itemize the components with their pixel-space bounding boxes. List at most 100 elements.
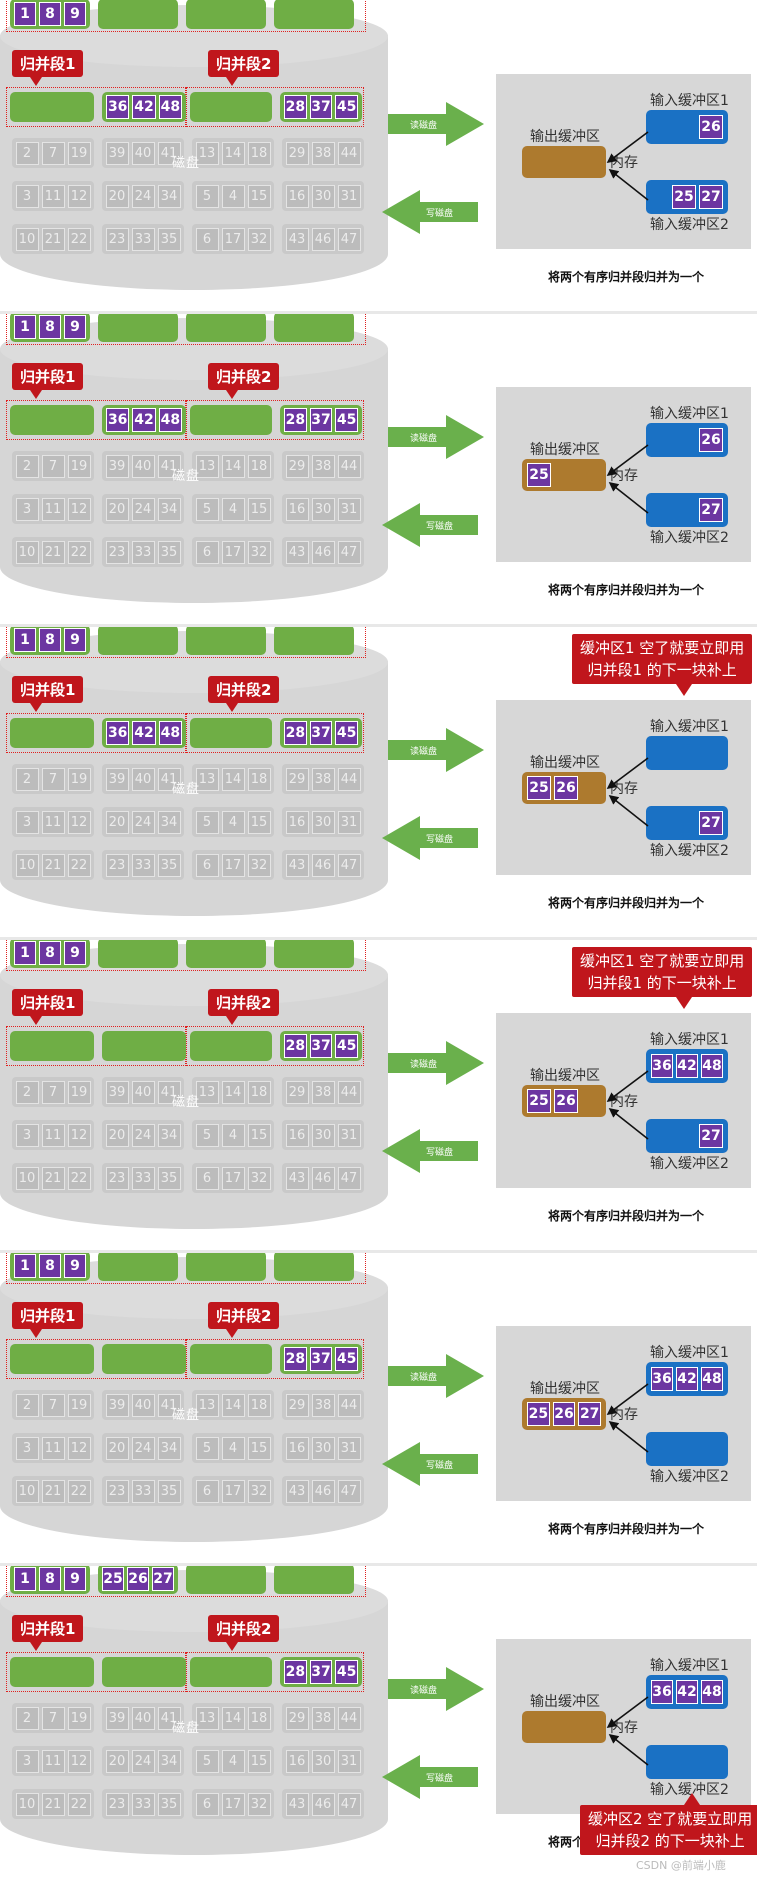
disk-record: 11 [41,184,65,208]
disk-record: 2 [15,1706,39,1730]
disk-record: 35 [157,853,181,877]
disk-record: 11 [41,1749,65,1773]
disk-record: 30 [311,1436,335,1460]
disk-record: 16 [285,184,309,208]
record-number: 45 [335,1034,358,1058]
input-buffer-2-caption: 输入缓冲区2 [650,843,729,859]
disk-block [274,0,354,29]
input-buffer-2-caption: 输入缓冲区2 [650,1156,729,1172]
disk-record: 46 [311,540,335,564]
segment1-block [10,1657,94,1687]
disk-block [186,0,266,29]
record-number: 25 [102,1567,124,1591]
disk-record: 20 [105,184,129,208]
disk-record: 33 [131,1479,155,1503]
record-number: 27 [152,1567,174,1591]
disk-record: 15 [247,1749,271,1773]
disk-record: 22 [67,853,91,877]
disk-record: 14 [221,141,245,165]
disk-record: 34 [157,1749,181,1773]
disk-record: 20 [105,497,129,521]
disk-record: 43 [285,1792,309,1816]
note-line-2: 归并段2 的下一块补上 [595,1832,745,1850]
segment2-block [190,1344,272,1374]
segment2-label: 归并段2 [208,676,280,712]
disk-record: 19 [67,454,91,478]
disk-record: 6 [195,853,219,877]
record-number: 25 [527,776,551,800]
record-number: 42 [132,721,156,745]
disk-record: 41 [157,454,181,478]
write-disk-label: 写磁盘 [426,1146,453,1158]
read-disk-arrow: 读磁盘 [388,728,484,772]
output-buffer: 25 [522,459,606,491]
disk-record: 2 [15,1393,39,1417]
disk-block [98,313,178,342]
output-buffer-caption: 输出缓冲区 [530,129,600,145]
disk-record: 16 [285,497,309,521]
segment1-block [10,92,94,122]
disk-record: 22 [67,227,91,251]
disk-record: 7 [41,767,65,791]
disk-record: 10 [15,853,39,877]
disk-record: 34 [157,184,181,208]
disk-record: 18 [247,1393,271,1417]
disk-record: 15 [247,810,271,834]
segment2-block [190,92,272,122]
note-line-1: 缓冲区1 空了就要立即用 [580,639,745,657]
disk-record: 3 [15,184,39,208]
record-number: 42 [132,408,156,432]
disk-record: 34 [157,497,181,521]
merge-caption: 将两个有序归并段归并为一个 [548,896,705,910]
disk-record: 13 [195,1393,219,1417]
disk-record: 6 [195,540,219,564]
disk-record: 23 [105,853,129,877]
disk-record: 35 [157,1792,181,1816]
input-buffer-1-caption: 输入缓冲区1 [650,1032,729,1048]
disk-record: 38 [311,1080,335,1104]
disk-record: 39 [105,767,129,791]
disk-record: 17 [221,1792,245,1816]
buffer-merge-arrows [606,757,649,827]
read-disk-arrow: 读磁盘 [388,1667,484,1711]
input-buffer-1-caption: 输入缓冲区1 [650,1658,729,1674]
disk-record: 30 [311,1749,335,1773]
disk-record: 6 [195,1479,219,1503]
disk-record: 22 [67,1792,91,1816]
disk-record: 40 [131,1706,155,1730]
read-disk-label: 读磁盘 [410,1684,437,1696]
disk-record: 24 [131,1123,155,1147]
disk-record: 4 [221,497,245,521]
disk-record: 5 [195,184,219,208]
disk-record: 41 [157,1706,181,1730]
disk-record: 19 [67,1393,91,1417]
record-number: 1 [14,2,36,26]
disk-block [186,626,266,655]
segment2-dashbox [186,400,364,440]
input-buffer-2-caption: 输入缓冲区2 [650,1469,729,1485]
disk-record: 16 [285,810,309,834]
disk-record: 13 [195,454,219,478]
disk-record: 30 [311,1123,335,1147]
disk-record: 39 [105,1706,129,1730]
disk-record: 5 [195,1749,219,1773]
input-buffer-2: 27 [646,806,728,840]
disk-record: 15 [247,184,271,208]
disk-record: 5 [195,1123,219,1147]
input-buffer-2-caption: 输入缓冲区2 [650,1782,729,1798]
